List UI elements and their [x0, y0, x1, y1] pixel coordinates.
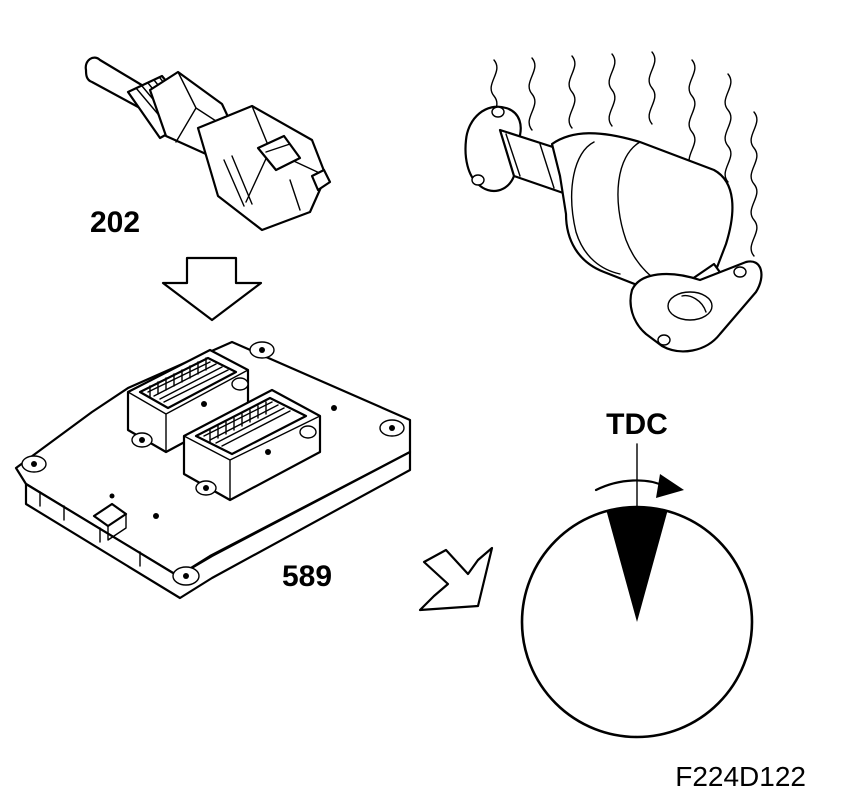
arrow-down-icon — [161, 256, 263, 322]
control-module-number-label: 589 — [282, 560, 332, 593]
sensor-number-label: 202 — [90, 206, 140, 239]
temperature-sensor-icon — [84, 56, 332, 232]
crank-disc-icon — [520, 505, 754, 739]
control-module-icon — [14, 340, 412, 600]
rotation-arrow-icon — [594, 474, 684, 498]
catalytic-converter-icon — [464, 105, 763, 353]
figure-code: F224D122 — [675, 761, 806, 792]
tdc-label: TDC — [606, 408, 668, 441]
heat-waves-icon — [490, 51, 758, 257]
arrow-diagonal-icon — [418, 546, 494, 612]
